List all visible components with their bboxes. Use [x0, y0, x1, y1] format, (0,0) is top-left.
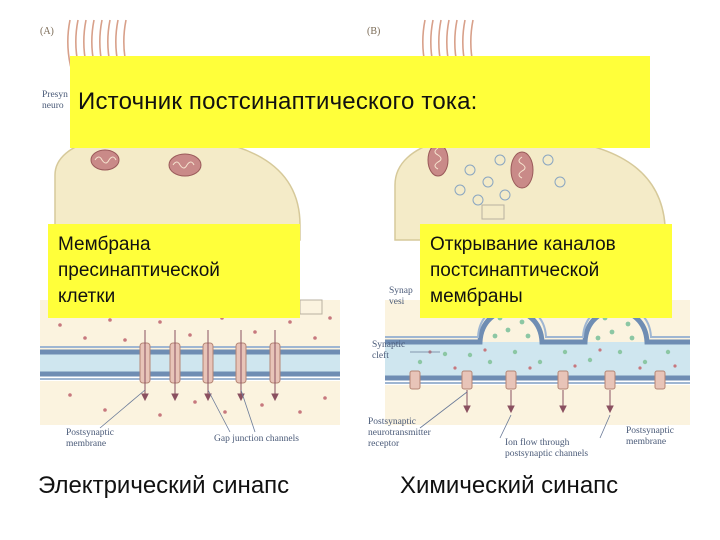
- mitochondrion-icon: [90, 149, 202, 177]
- left-note-line: пресинаптической: [58, 260, 220, 281]
- panel-a-illustration: [40, 19, 340, 433]
- right-note-line: постсинаптической: [430, 260, 600, 281]
- panel-b-label: (B): [367, 26, 381, 37]
- slide-title: Источник постсинаптического тока:: [78, 88, 478, 115]
- caption-electrical-synapse: Электрический синапс: [38, 472, 290, 499]
- label-postsynaptic-receptor: Postsynaptic neurotransmitter receptor: [368, 417, 431, 449]
- right-note-line: Открывание каналов: [430, 234, 616, 255]
- left-note-box: Мембрана пресинаптической клетки: [48, 224, 300, 318]
- left-note-line: Мембрана: [58, 234, 151, 255]
- label-ion-flow: Ion flow through postsynaptic channels: [505, 438, 589, 459]
- mitochondrion-icon: [427, 143, 534, 189]
- label-synaptic-cleft: Synaptic cleft: [372, 340, 406, 361]
- label-postsynaptic-membrane-a: Postsynaptic membrane: [66, 428, 115, 449]
- right-note-line: мембраны: [430, 286, 523, 307]
- panel-a-label: (A): [40, 26, 54, 37]
- caption-chemical-synapse: Химический синапс: [400, 472, 619, 499]
- label-synaptic-vesicle: Synap vesi: [389, 286, 413, 307]
- label-gap-junction-channels: Gap junction channels: [214, 434, 299, 444]
- right-note-box: Открывание каналов постсинаптической мем…: [420, 224, 672, 318]
- left-note-line: клетки: [58, 286, 116, 307]
- label-postsynaptic-membrane-b: Postsynaptic membrane: [626, 426, 675, 447]
- title-box: Источник постсинаптического тока:: [70, 56, 650, 148]
- label-presynaptic-neuron: Presyn neuro: [42, 90, 68, 111]
